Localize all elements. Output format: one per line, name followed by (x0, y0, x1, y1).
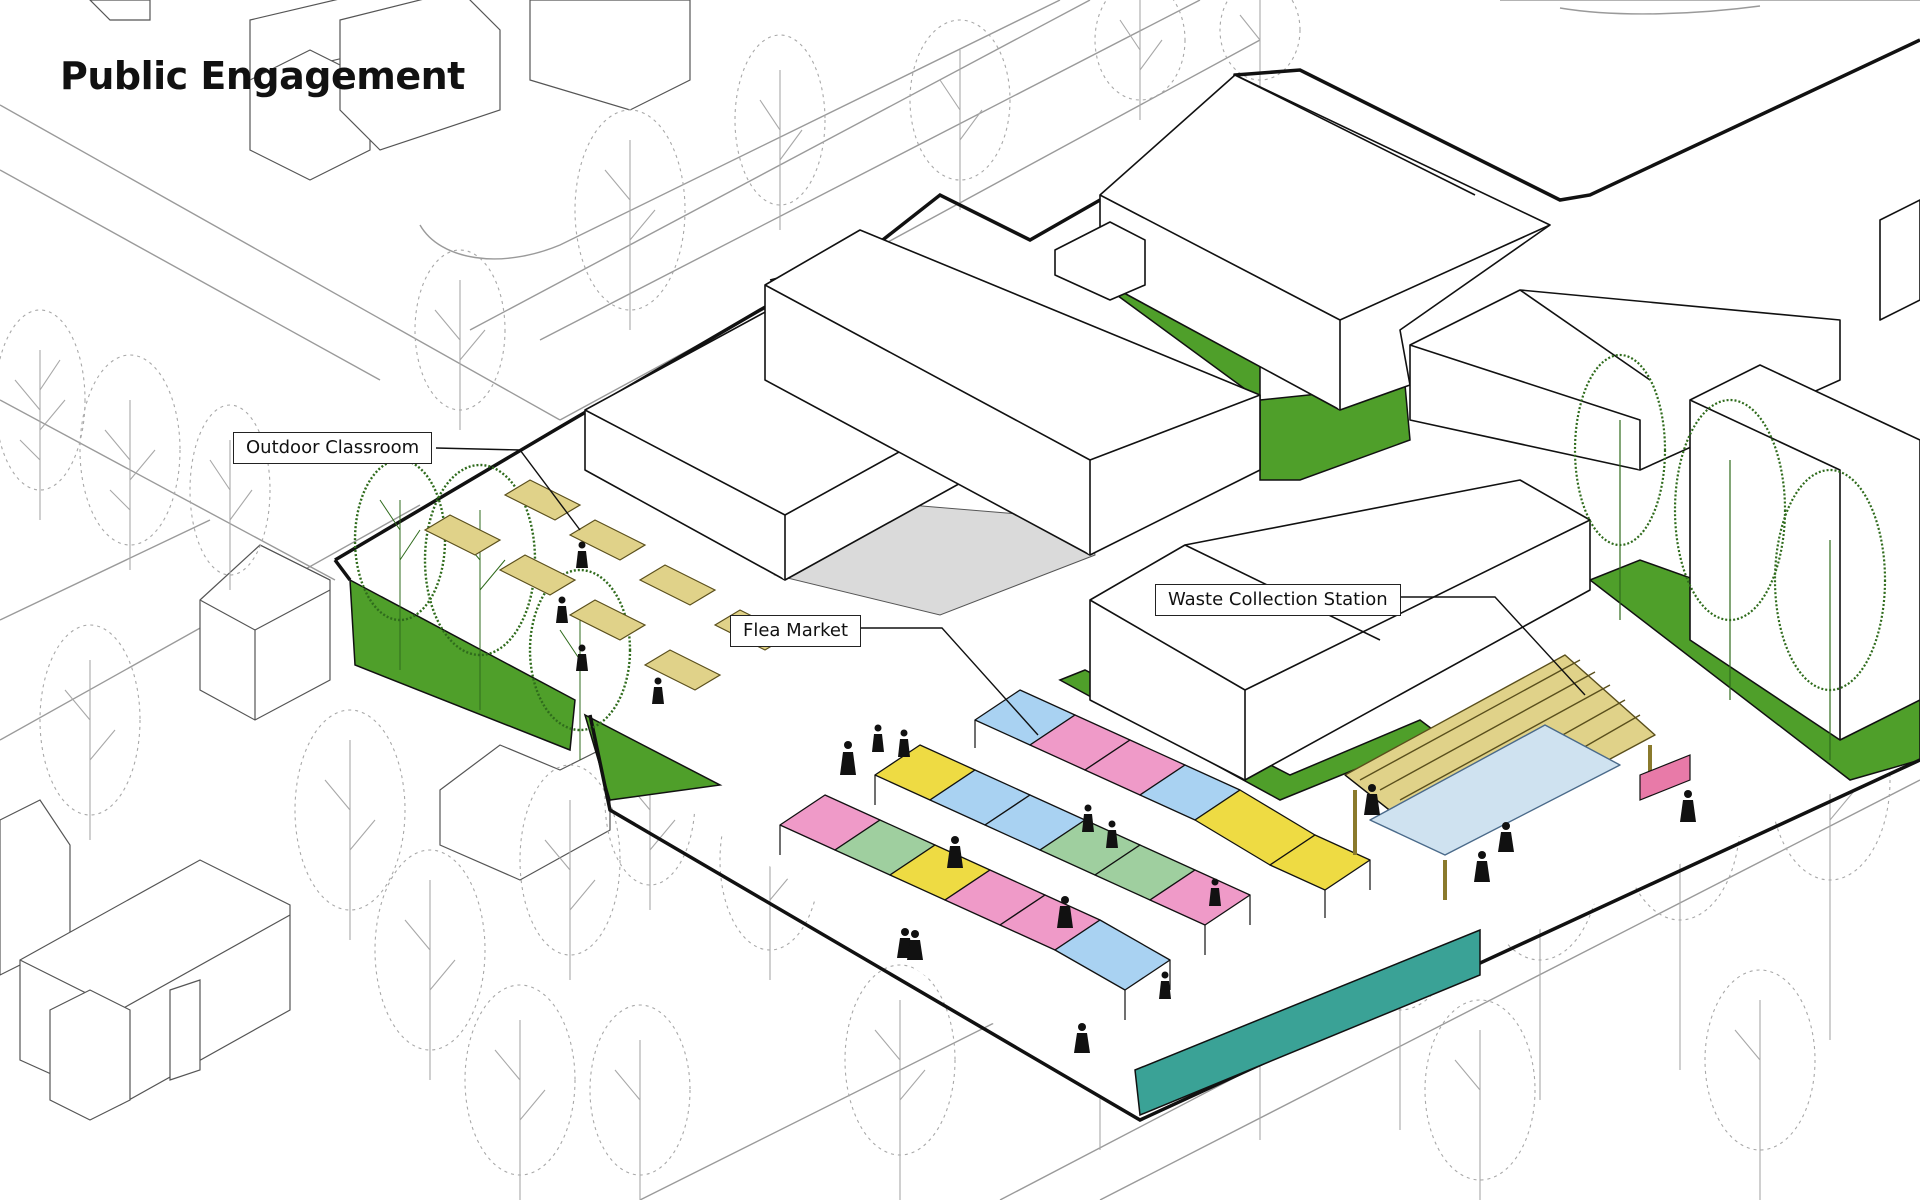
waste-signboard (1639, 754, 1691, 801)
page-title: Public Engagement (60, 54, 465, 98)
tent-poles (779, 720, 1371, 1020)
callout-leaders (435, 447, 1586, 736)
waste-pergola (1344, 654, 1656, 900)
site-boundary-south (333, 558, 1920, 1122)
lawn-west-strip (349, 578, 576, 752)
teal-fence (1134, 928, 1481, 1117)
east-tree-trunks (1619, 420, 1831, 760)
context-houses (0, 0, 691, 1121)
waste-collection-label: Waste Collection Station (1155, 584, 1401, 616)
waste-collection-leader (1392, 596, 1586, 696)
flea-market-label: Flea Market (730, 615, 862, 647)
outdoor-classroom-leader (435, 447, 581, 531)
outdoor-classroom-label: Outdoor Classroom (233, 432, 433, 464)
lawn-waste-strip (1058, 669, 1442, 801)
flea-market-tents (779, 689, 1371, 991)
flea-market-leader (849, 627, 1039, 736)
main-buildings (584, 74, 1920, 781)
people-silhouettes (556, 541, 1696, 1053)
